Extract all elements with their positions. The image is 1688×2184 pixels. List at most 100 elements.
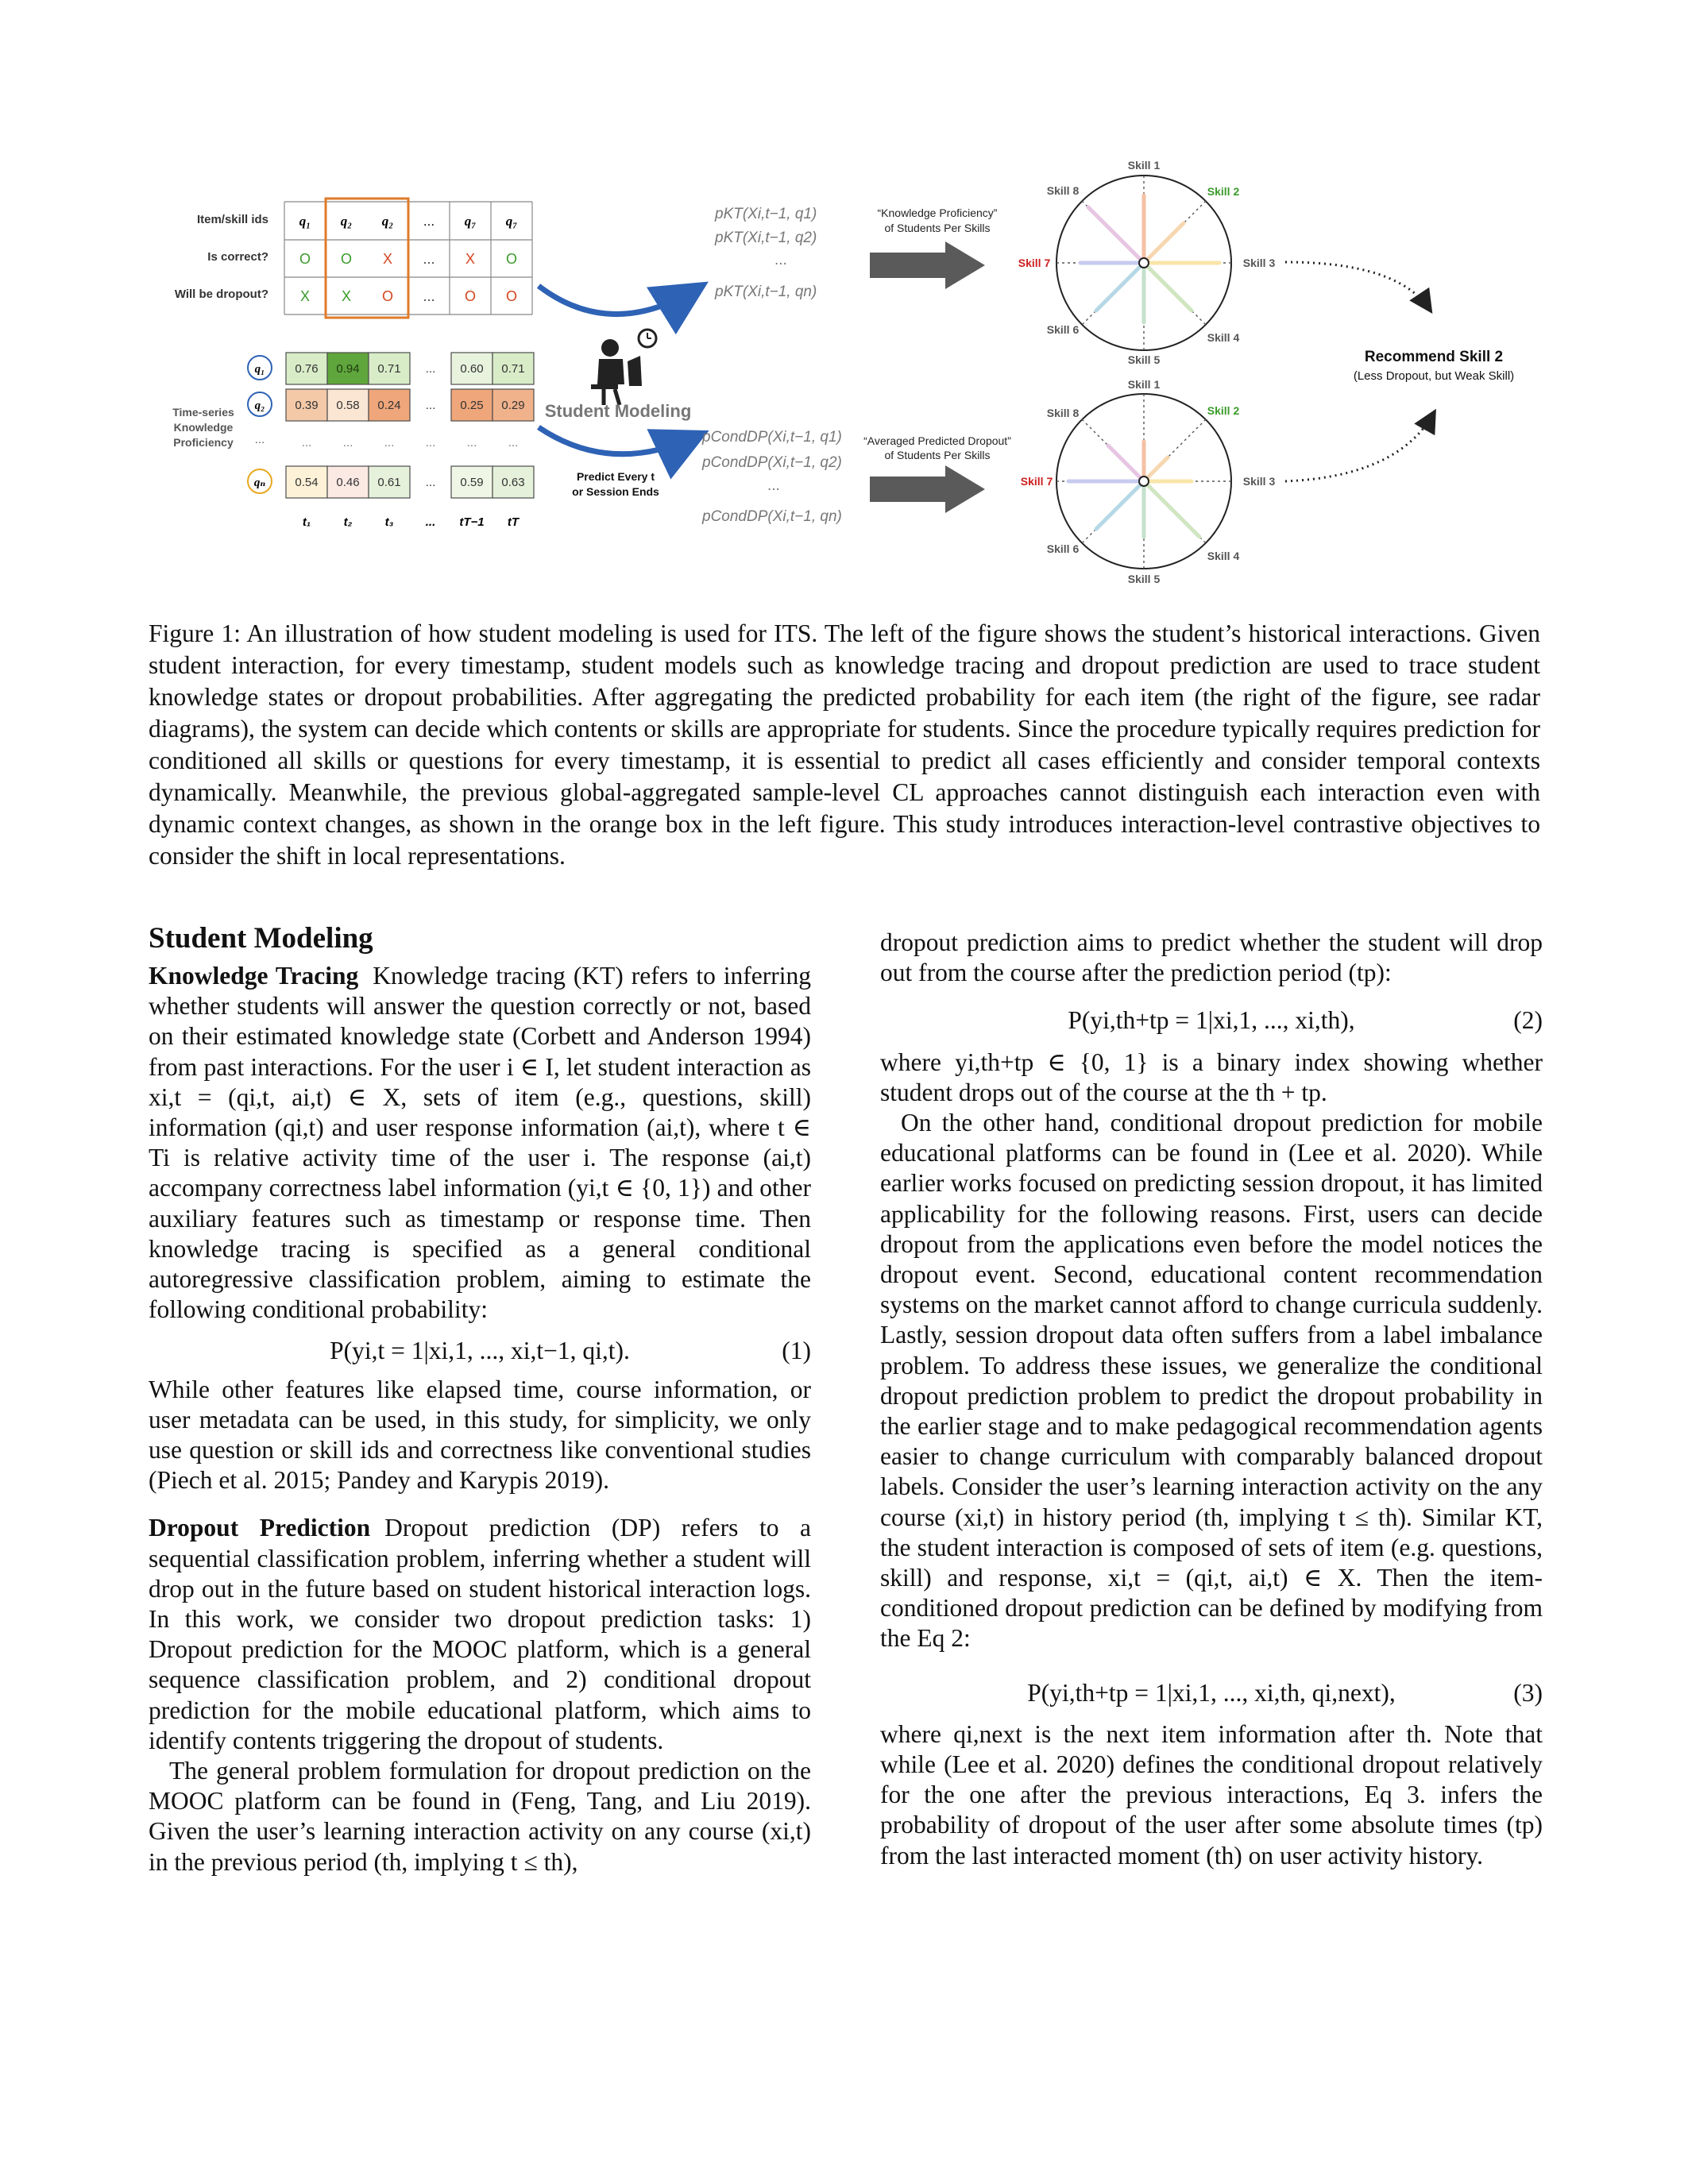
kp-value: 0.76 [295,362,318,376]
dp-paragraph-2: The general problem formulation for drop… [149,1757,811,1876]
kp-value: ... [426,362,436,376]
kp-label-line: Knowledge [174,421,234,434]
skill-label: Skill 1 [1128,378,1161,391]
kt-body: Knowledge tracing (KT) refers to inferri… [149,962,811,1324]
predict-line-1: Predict Every t [577,470,655,483]
correct-mark: X [383,251,392,267]
kt-arrow-label-1: “Knowledge Proficiency” [878,206,998,219]
time-label: tT [508,515,520,529]
dp-heading: Dropout Prediction [149,1514,371,1542]
kp-value: ... [384,436,395,450]
skill-label: Skill 4 [1207,550,1240,562]
dropout-mark: O [506,288,517,304]
kt-heading: Knowledge Tracing [149,962,359,990]
equation-1-number: (1) [782,1337,811,1365]
badge: q₁ [255,363,265,376]
kp-value: ... [426,399,436,412]
kp-value: 0.59 [460,476,483,489]
kp-value: ... [426,476,436,489]
kt-prob: pKT(Xi,t−1, q2) [714,230,817,246]
dropout-mark: X [342,288,351,304]
dropout-mark: O [382,288,393,304]
orange-box [324,197,410,319]
kp-value: 0.58 [336,399,359,412]
dp-body: Dropout prediction (DP) refers to a sequ… [149,1514,811,1754]
right-paragraph-3: On the other hand, conditional dropout p… [880,1109,1543,1653]
correct-row: O O X ... X O [299,251,517,267]
badge: q₂ [255,399,265,412]
equation-2-body: P(yi,th+tp = 1|xi,1, ..., xi,th), [1068,1006,1355,1035]
skill-label: Skill 6 [1047,323,1080,336]
kt-after-paragraph: While other features like elapsed time, … [149,1375,811,1495]
figure-illustration: Item/skill ids Is correct? Will be dropo… [172,159,1514,585]
kp-value: 0.61 [377,476,400,489]
figure-caption: Figure 1: An illustration of how student… [149,619,1540,870]
kp-value: 0.24 [377,399,400,412]
kp-value: ... [343,436,353,450]
kp-value: 0.94 [336,362,359,376]
kt-probabilities: pKT(Xi,t−1, q1) pKT(Xi,t−1, q2) ... pKT(… [714,206,817,300]
equation-3-number: (3) [1513,1678,1543,1707]
kp-label-line: Proficiency [173,436,234,449]
kp-heatmap [285,352,535,499]
skill-label: Skill 7 [1018,257,1051,269]
dp-prob: ... [767,477,780,494]
skill-label: Skill 3 [1243,257,1276,269]
correct-mark: O [506,251,517,267]
item-id: q₁ [299,214,311,229]
dp-arrow-label-1: “Averaged Predicted Dropout” [863,434,1011,447]
kp-value: 0.71 [377,362,400,376]
kt-gray-arrow [870,241,985,289]
kp-value: 0.54 [295,476,318,489]
dp-arrow-label-2: of Students Per Skills [884,449,990,461]
equation-1-body: P(yi,t = 1|xi,1, ..., xi,t−1, qi,t). [330,1337,630,1365]
time-label: ... [426,515,436,529]
recommend-subtitle: (Less Dropout, but Weak Skill) [1354,369,1514,383]
kp-values: 0.76 0.94 0.71 ... 0.60 0.71 0.39 0.58 0… [295,362,524,489]
correct-mark: X [465,251,475,267]
correct-mark: ... [423,251,435,267]
kp-value: ... [467,436,477,450]
kp-label-line: Time-series [172,406,234,419]
figure-1: Item/skill ids Is correct? Will be dropo… [0,0,1688,588]
kt-prob: pKT(Xi,t−1, qn) [714,284,817,300]
time-label: t₂ [344,515,353,529]
skill-label: Skill 1 [1128,159,1161,172]
skill-label: Skill 8 [1047,407,1080,419]
skill-label: Skill 3 [1243,475,1276,488]
skill-label: Skill 5 [1128,353,1161,366]
correct-mark: O [299,251,311,267]
time-label: t₁ [303,515,311,529]
skill-label: Skill 7 [1021,475,1053,488]
kt-arrow-label-2: of Students Per Skills [884,222,990,234]
row-label-dropout: Will be dropout? [175,287,268,301]
item-id: q₇ [506,214,518,229]
item-id: q₂ [382,214,394,229]
kp-value: 0.25 [460,399,483,412]
equation-3: P(yi,th+tp = 1|xi,1, ..., xi,th, qi,next… [880,1678,1543,1708]
badge: ... [255,433,265,446]
radar-knowledge [1056,175,1232,351]
recommend-title: Recommend Skill 2 [1365,349,1503,365]
dropout-mark: O [465,288,476,304]
dp-curved-arrow [537,425,709,480]
equation-2-number: (2) [1513,1006,1543,1035]
radar-2-labels: Skill 1 Skill 2 Skill 3 Skill 4 Skill 5 … [1021,378,1276,585]
kp-value: ... [302,436,312,450]
radar-1-labels: Skill 1 Skill 2 Skill 3 Skill 4 Skill 5 … [1018,159,1276,366]
right-paragraph-4: where qi,next is the next item informati… [880,1719,1543,1870]
item-id: q₂ [341,214,353,229]
skill-label: Skill 2 [1207,404,1240,417]
equation-1: P(yi,t = 1|xi,1, ..., xi,t−1, qi,t). (1) [149,1336,811,1366]
kp-value: ... [508,436,519,450]
row-label-ids: Item/skill ids [197,213,268,226]
skill-label: Skill 2 [1207,185,1240,198]
correct-mark: O [341,251,352,267]
right-column: dropout prediction aims to predict wheth… [880,928,1543,1871]
item-id: q₇ [465,214,477,229]
radar-dropout [1056,393,1232,569]
time-label: t₃ [385,515,394,529]
dp-gray-arrow [870,465,985,513]
